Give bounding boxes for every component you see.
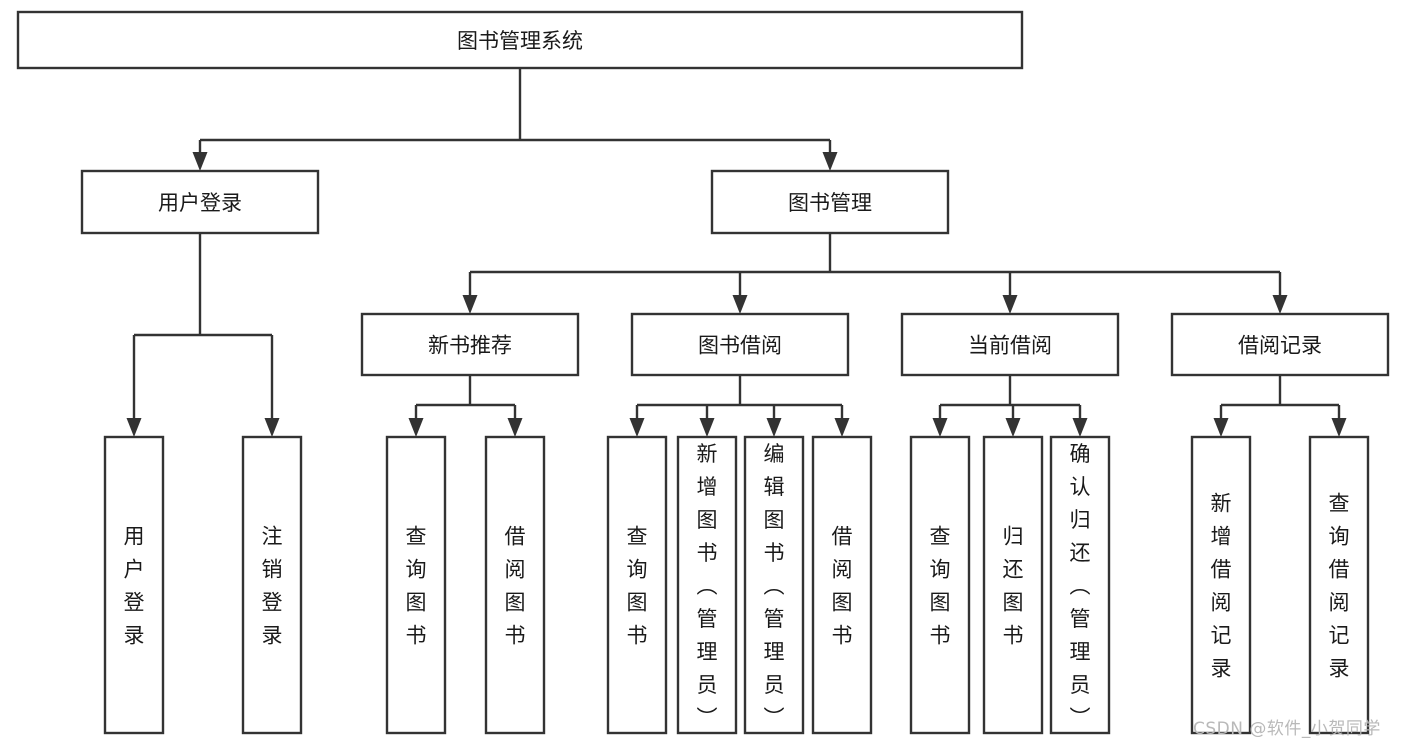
node-leaf-user-login[interactable]: 用户登录 bbox=[103, 435, 165, 735]
connector-layer bbox=[126, 68, 1347, 437]
node-label: 新增图书︵管理员︶ bbox=[697, 442, 718, 730]
arrow-head-icon bbox=[462, 295, 478, 314]
node-box[interactable] bbox=[16, 10, 1024, 70]
node-label: 查询借阅记录 bbox=[1329, 492, 1350, 681]
node-label: 查询图书 bbox=[406, 525, 427, 648]
node-box[interactable] bbox=[360, 312, 580, 377]
arrow-head-icon bbox=[1072, 418, 1088, 437]
node-leaf-return-book[interactable]: 归还图书 bbox=[982, 435, 1044, 735]
node-box[interactable] bbox=[811, 435, 873, 735]
node-leaf-query-record[interactable]: 查询借阅记录 bbox=[1308, 435, 1370, 735]
node-book-borrow[interactable]: 图书借阅 bbox=[630, 312, 850, 377]
node-label: 新书推荐 bbox=[428, 334, 512, 358]
arrow-head-icon bbox=[629, 418, 645, 437]
node-label: 新增借阅记录 bbox=[1211, 492, 1232, 681]
node-box[interactable] bbox=[484, 435, 546, 735]
node-box[interactable] bbox=[710, 169, 950, 235]
node-box[interactable] bbox=[1170, 312, 1390, 377]
arrow-head-icon bbox=[1331, 418, 1347, 437]
arrow-head-icon bbox=[699, 418, 715, 437]
arrow-head-icon bbox=[507, 418, 523, 437]
node-box[interactable] bbox=[385, 435, 447, 735]
node-label: 归还图书 bbox=[1003, 525, 1024, 648]
node-box[interactable] bbox=[606, 435, 668, 735]
node-leaf-query-book-1[interactable]: 查询图书 bbox=[385, 435, 447, 735]
node-box[interactable] bbox=[743, 435, 805, 735]
node-label: 借阅记录 bbox=[1238, 334, 1322, 358]
arrow-head-icon bbox=[834, 418, 850, 437]
arrow-head-icon bbox=[732, 295, 748, 314]
node-book-manage[interactable]: 图书管理 bbox=[710, 169, 950, 235]
node-current-borrow[interactable]: 当前借阅 bbox=[900, 312, 1120, 377]
node-label: 借阅图书 bbox=[832, 525, 853, 648]
arrow-head-icon bbox=[1002, 295, 1018, 314]
node-leaf-edit-book[interactable]: 编辑图书︵管理员︶ bbox=[743, 435, 805, 735]
arrow-head-icon bbox=[264, 418, 280, 437]
node-label: 查询图书 bbox=[627, 525, 648, 648]
node-box[interactable] bbox=[909, 435, 971, 735]
node-label: 图书管理 bbox=[788, 191, 872, 215]
node-label: 图书管理系统 bbox=[457, 29, 583, 53]
node-leaf-borrow-book-1[interactable]: 借阅图书 bbox=[484, 435, 546, 735]
node-root[interactable]: 图书管理系统 bbox=[16, 10, 1024, 70]
node-label: 用户登录 bbox=[158, 191, 242, 215]
node-label: 注销登录 bbox=[262, 525, 283, 648]
node-box[interactable] bbox=[1049, 435, 1111, 735]
node-box[interactable] bbox=[103, 435, 165, 735]
node-box[interactable] bbox=[900, 312, 1120, 377]
node-leaf-confirm-return[interactable]: 确认归还︵管理员︶ bbox=[1049, 435, 1111, 735]
node-new-book-rec[interactable]: 新书推荐 bbox=[360, 312, 580, 377]
arrow-head-icon bbox=[192, 152, 208, 171]
node-label: 确认归还︵管理员︶ bbox=[1070, 442, 1091, 730]
node-leaf-query-book-2[interactable]: 查询图书 bbox=[606, 435, 668, 735]
arrow-head-icon bbox=[1272, 295, 1288, 314]
arrow-head-icon bbox=[932, 418, 948, 437]
node-box[interactable] bbox=[630, 312, 850, 377]
arrow-head-icon bbox=[1213, 418, 1229, 437]
node-label: 当前借阅 bbox=[968, 334, 1052, 358]
node-user-login[interactable]: 用户登录 bbox=[80, 169, 320, 235]
node-label: 编辑图书︵管理员︶ bbox=[764, 442, 785, 730]
arrow-head-icon bbox=[408, 418, 424, 437]
node-box[interactable] bbox=[80, 169, 320, 235]
node-box[interactable] bbox=[676, 435, 738, 735]
node-leaf-query-book-3[interactable]: 查询图书 bbox=[909, 435, 971, 735]
node-leaf-logout[interactable]: 注销登录 bbox=[241, 435, 303, 735]
node-label: 图书借阅 bbox=[698, 334, 782, 358]
node-box[interactable] bbox=[241, 435, 303, 735]
node-leaf-add-book[interactable]: 新增图书︵管理员︶ bbox=[676, 435, 738, 735]
node-box[interactable] bbox=[982, 435, 1044, 735]
node-label: 用户登录 bbox=[124, 525, 145, 648]
arrow-head-icon bbox=[1005, 418, 1021, 437]
arrow-head-icon bbox=[126, 418, 142, 437]
node-leaf-borrow-book-2[interactable]: 借阅图书 bbox=[811, 435, 873, 735]
node-label: 查询图书 bbox=[930, 525, 951, 648]
node-borrow-record[interactable]: 借阅记录 bbox=[1170, 312, 1390, 377]
node-leaf-add-record[interactable]: 新增借阅记录 bbox=[1190, 435, 1252, 735]
node-layer: 图书管理系统用户登录图书管理新书推荐图书借阅当前借阅借阅记录用户登录注销登录查询… bbox=[16, 10, 1390, 735]
node-label: 借阅图书 bbox=[505, 525, 526, 648]
node-box[interactable] bbox=[1308, 435, 1370, 735]
node-box[interactable] bbox=[1190, 435, 1252, 735]
arrow-head-icon bbox=[766, 418, 782, 437]
arrow-head-icon bbox=[822, 152, 838, 171]
